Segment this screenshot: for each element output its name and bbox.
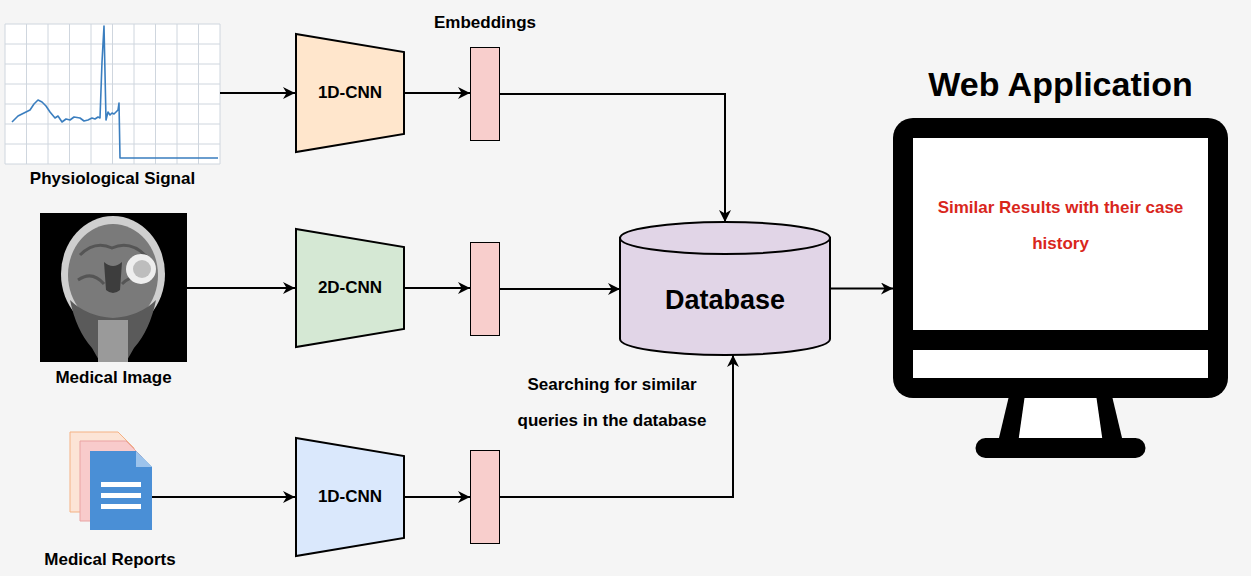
- embedding-box: Embeddings: [470, 47, 500, 141]
- app-title: Web Application: [928, 64, 1192, 105]
- arrow-connector: [405, 92, 470, 94]
- input-label: Medical Reports: [44, 550, 175, 570]
- arrow-connector: [187, 287, 295, 289]
- database-cylinder: Database: [620, 222, 830, 355]
- cnn-label: 1D-CNN: [318, 83, 382, 103]
- cnn-label: 1D-CNN: [318, 487, 382, 507]
- input-label: Physiological Signal: [30, 169, 195, 189]
- result-text: Similar Results with their case history: [913, 190, 1208, 262]
- report-input: Medical Reports: [68, 432, 152, 530]
- signal-plot: [5, 24, 220, 164]
- arrow-connector: [405, 496, 470, 498]
- database-label: Database: [665, 284, 785, 316]
- web-app-monitor: Web ApplicationSimilar Results with thei…: [893, 118, 1228, 398]
- arrow-connector: [500, 355, 733, 497]
- arrow-connector: [830, 288, 893, 290]
- signal-input: Physiological Signal: [5, 24, 220, 164]
- arrow-connector: [152, 496, 295, 498]
- arrow-connector: [500, 94, 725, 222]
- cnn-block: 1D-CNN: [295, 33, 405, 153]
- monitor-outline: [893, 118, 1228, 398]
- embedding-box: [470, 450, 500, 544]
- embedding-heading: Embeddings: [434, 13, 536, 33]
- cnn-label: 2D-CNN: [318, 278, 382, 298]
- arrow-connector: [500, 288, 620, 290]
- arrow-connector: [405, 287, 470, 289]
- image-input: Medical Image: [40, 213, 187, 362]
- reports-icon: [70, 432, 152, 530]
- cnn-block: 1D-CNN: [295, 437, 405, 557]
- arrow-connector: [220, 92, 295, 94]
- mri-image: [40, 213, 187, 362]
- edge-label: Searching for similar queries in the dat…: [498, 367, 726, 439]
- input-label: Medical Image: [55, 368, 171, 388]
- cnn-block: 2D-CNN: [295, 228, 405, 348]
- embedding-box: [470, 242, 500, 336]
